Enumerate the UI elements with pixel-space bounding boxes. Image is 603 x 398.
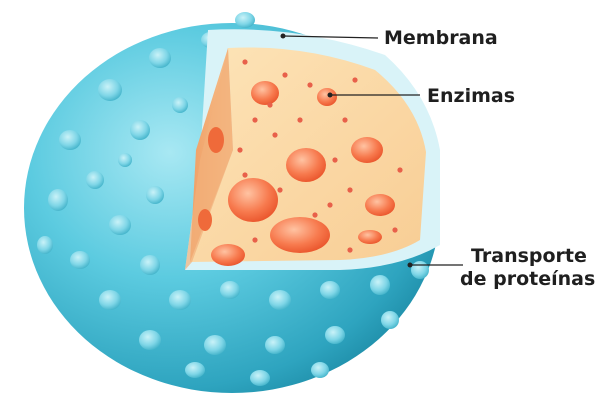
- membrane-leader-dot: [281, 34, 286, 39]
- enzyme-vesicle: [317, 88, 337, 106]
- cell-cutaway: [185, 29, 440, 270]
- transport-label-line1: Transporte: [471, 245, 587, 267]
- transport-leader-dot: [408, 263, 413, 268]
- membrane-label: Membrana: [384, 27, 498, 49]
- transport-label-line2: de proteínas: [460, 268, 595, 290]
- enzymes-leader-dot: [328, 93, 333, 98]
- enzymes-label: Enzimas: [427, 85, 515, 107]
